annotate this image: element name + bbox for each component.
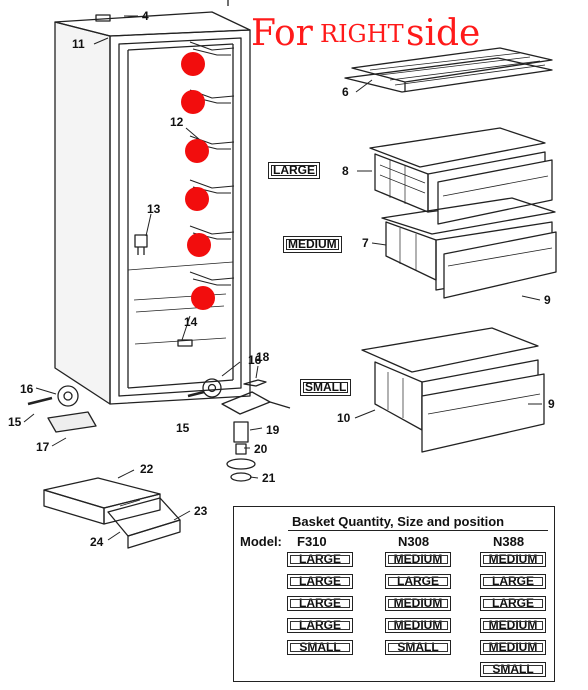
position-marker bbox=[181, 90, 205, 114]
medium-basket bbox=[381, 197, 557, 299]
basket-badge: SMALL bbox=[385, 640, 451, 655]
large-basket bbox=[369, 127, 553, 225]
basket-badge: SMALL bbox=[287, 640, 353, 655]
position-marker bbox=[191, 286, 215, 310]
table-title-rule bbox=[288, 530, 548, 531]
model-label: Model: bbox=[240, 534, 282, 549]
model-name: F310 bbox=[297, 534, 327, 549]
basket-badge: MEDIUM bbox=[480, 640, 546, 655]
callout-22: 22 bbox=[140, 462, 154, 476]
callout-9-medium: 9 bbox=[544, 293, 551, 307]
callout-9-small: 9 bbox=[548, 397, 555, 411]
callout-8: 8 bbox=[342, 164, 349, 178]
callout-18: 18 bbox=[256, 350, 270, 364]
position-marker bbox=[185, 139, 209, 163]
basket-badge: LARGE bbox=[480, 574, 546, 589]
foot-part-left bbox=[27, 385, 97, 433]
basket-quantity-table: Basket Quantity, Size and position Model… bbox=[233, 506, 555, 682]
callout-15-right: 15 bbox=[176, 421, 190, 435]
callout-11: 11 bbox=[72, 37, 85, 51]
callout-17: 17 bbox=[36, 440, 50, 454]
foot-part-right bbox=[187, 378, 291, 415]
callout-24: 24 bbox=[90, 535, 104, 549]
callout-6: 6 bbox=[342, 85, 349, 99]
position-marker bbox=[187, 233, 211, 257]
model-name: N388 bbox=[493, 534, 525, 549]
position-marker bbox=[181, 52, 205, 76]
basket-badge: MEDIUM bbox=[385, 618, 451, 633]
callout-10: 10 bbox=[337, 411, 351, 425]
wire-shelf bbox=[344, 47, 553, 93]
table-title: Basket Quantity, Size and position bbox=[292, 514, 505, 529]
basket-badge: LARGE bbox=[287, 596, 353, 611]
basket-badge: MEDIUM bbox=[480, 618, 546, 633]
basket-badge: SMALL bbox=[480, 662, 546, 677]
basket-badge: LARGE bbox=[287, 574, 353, 589]
leader-lines bbox=[23, 15, 542, 541]
basket-badge: LARGE bbox=[385, 574, 451, 589]
thermostat-part bbox=[134, 234, 148, 255]
title-word-side: side bbox=[406, 13, 481, 54]
callout-16-left: 16 bbox=[20, 382, 34, 396]
title-word-right: RIGHT bbox=[320, 20, 404, 48]
callout-20: 20 bbox=[254, 442, 268, 456]
callout-23: 23 bbox=[194, 504, 208, 518]
basket-label-medium: MEDIUM bbox=[283, 236, 342, 253]
basket-badge: LARGE bbox=[287, 618, 353, 633]
basket-badge: LARGE bbox=[480, 596, 546, 611]
basket-label-large: LARGE bbox=[268, 162, 320, 179]
leveling-foot bbox=[226, 421, 256, 482]
callout-12: 12 bbox=[170, 115, 184, 129]
callout-7: 7 bbox=[362, 236, 369, 250]
callout-4: 4 bbox=[142, 9, 149, 23]
callout-14: 14 bbox=[184, 315, 198, 329]
callout-13: 13 bbox=[147, 202, 161, 216]
position-marker bbox=[185, 187, 209, 211]
basket-badge: LARGE bbox=[287, 552, 353, 567]
position-markers bbox=[181, 52, 215, 310]
basket-badge: MEDIUM bbox=[385, 552, 451, 567]
model-name: N308 bbox=[398, 534, 430, 549]
title-word-for: For bbox=[251, 13, 313, 54]
basket-label-small: SMALL bbox=[300, 379, 352, 396]
callout-21: 21 bbox=[262, 471, 276, 485]
basket-badge: MEDIUM bbox=[385, 596, 451, 611]
callout-15-left: 15 bbox=[8, 415, 22, 429]
small-basket bbox=[361, 327, 545, 453]
callout-19: 19 bbox=[266, 423, 280, 437]
callout-16-right: 16 bbox=[248, 353, 262, 367]
basket-badge: MEDIUM bbox=[480, 552, 546, 567]
tray-assembly bbox=[43, 477, 181, 549]
